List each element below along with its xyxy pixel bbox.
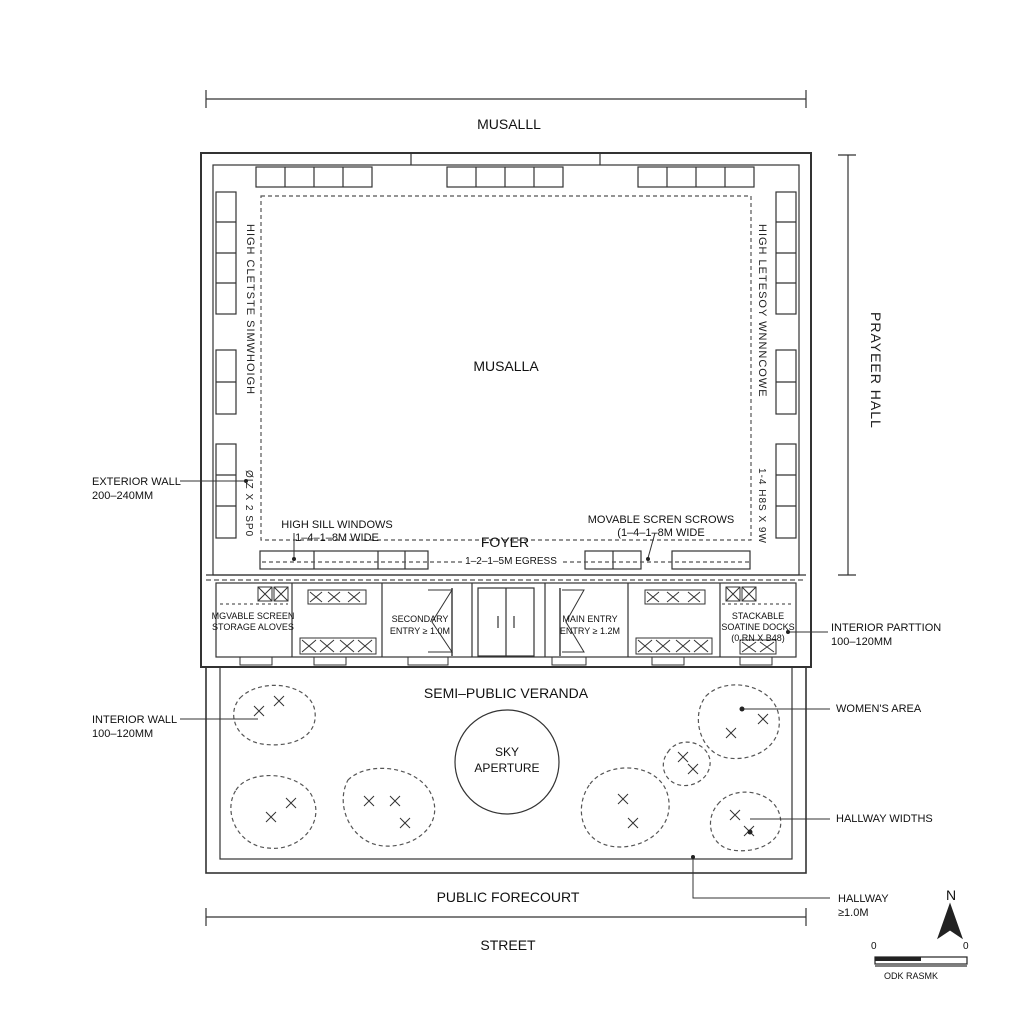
womens-area-label: WOMEN'S AREA <box>836 703 922 715</box>
top-windows-center <box>446 166 564 188</box>
leader-dots <box>244 479 790 859</box>
planter-3 <box>342 767 436 847</box>
sky-aperture-circle <box>454 709 560 815</box>
movable-screen-storage-label: MGVABLE SCREEN STORAGE ALOVES <box>211 611 295 632</box>
musalla-boundary <box>260 195 752 541</box>
high-sill-windows-label: HIGH SILL WINDOWS 1–4–1–8M WIDE <box>281 519 393 544</box>
foyer-label: FOYER <box>480 534 530 550</box>
secondary-entry-label: SECONDARY ENTRY ≥ 1.0M <box>389 614 451 636</box>
high-windows-right-label: HIGH LETESOY WNNNCOWE <box>756 224 768 398</box>
left-window-dimension-label: ØIZ X 2 SP0 <box>243 470 254 538</box>
left-windows <box>215 191 237 539</box>
bottom-wall-windows <box>239 656 773 666</box>
high-sill-window-bench-left <box>259 550 429 570</box>
public-forecourt-label: PUBLIC FORECOURT <box>436 889 580 905</box>
scale-start-label: 0 <box>871 941 877 952</box>
right-window-dimension-label: 1-4 H8S X 9W <box>756 468 767 544</box>
planter-5 <box>662 741 711 787</box>
service-strip <box>215 582 797 658</box>
semi-public-veranda-label: SEMI–PUBLIC VERANDA <box>423 685 589 701</box>
interior-partition-label: INTERIOR PARTTION 100–120MM <box>831 622 942 648</box>
planting-crosses <box>253 695 769 837</box>
scale-caption: ODK RASMK <box>884 971 939 981</box>
scale-end-label: 0 <box>963 941 969 952</box>
planter-1 <box>233 684 316 746</box>
north-label: N <box>945 887 957 903</box>
planter-2 <box>230 774 317 849</box>
planter-4 <box>580 767 670 848</box>
main-entry-swing <box>559 588 585 656</box>
planting-beds <box>230 684 782 852</box>
top-windows-right <box>637 166 755 188</box>
movable-screen-scrows-label: MOVABLE SCREN SCROWS (1–4–1–8M WIDE <box>587 514 735 539</box>
storage-boxes <box>220 586 792 655</box>
planter-7 <box>709 791 782 852</box>
hallway-widths-label: HALLWAY WIDTHS <box>836 813 933 825</box>
egress-label: 1–2–1–5M EGRESS <box>462 556 560 568</box>
sky-aperture-label: SKY APERTURE <box>474 745 540 775</box>
scale-bar-icon <box>874 956 968 967</box>
high-sill-window-bench-right <box>584 550 751 570</box>
street-label: STREET <box>480 937 536 953</box>
main-entry-doors <box>477 587 535 657</box>
right-windows <box>775 191 797 539</box>
prayer-hall-label: PRAYEER HALL <box>868 312 884 429</box>
secondary-entry-door <box>428 588 453 656</box>
stackable-docks-label: STACKABLE SOATINE DOCKS (0.RN X B48) <box>721 611 795 643</box>
main-entry-label: MAIN ENTRY ENTRY ≥ 1.2M <box>559 614 621 636</box>
musalla-label: MUSALLA <box>473 358 539 374</box>
prayer-hall-dimension-line <box>838 154 856 576</box>
north-arrow-icon <box>937 902 963 940</box>
veranda-wall <box>205 666 807 874</box>
top-title: MUSALLL <box>477 116 541 132</box>
high-windows-left-label: HIGH CLETSTE SIMWHOIGH <box>244 224 256 396</box>
exterior-wall-label: EXTERIOR WALL 200–240MM <box>92 476 181 502</box>
street-dimension-line <box>205 908 807 926</box>
top-windows-left <box>255 166 373 188</box>
planter-6 <box>697 684 780 760</box>
leader-lines <box>180 480 830 899</box>
top-dimension-line <box>205 90 807 108</box>
hallway-min-label: HALLWAY ≥1.0M <box>838 893 889 919</box>
interior-wall-label: INTERIOR WALL 100–120MM <box>92 714 178 740</box>
